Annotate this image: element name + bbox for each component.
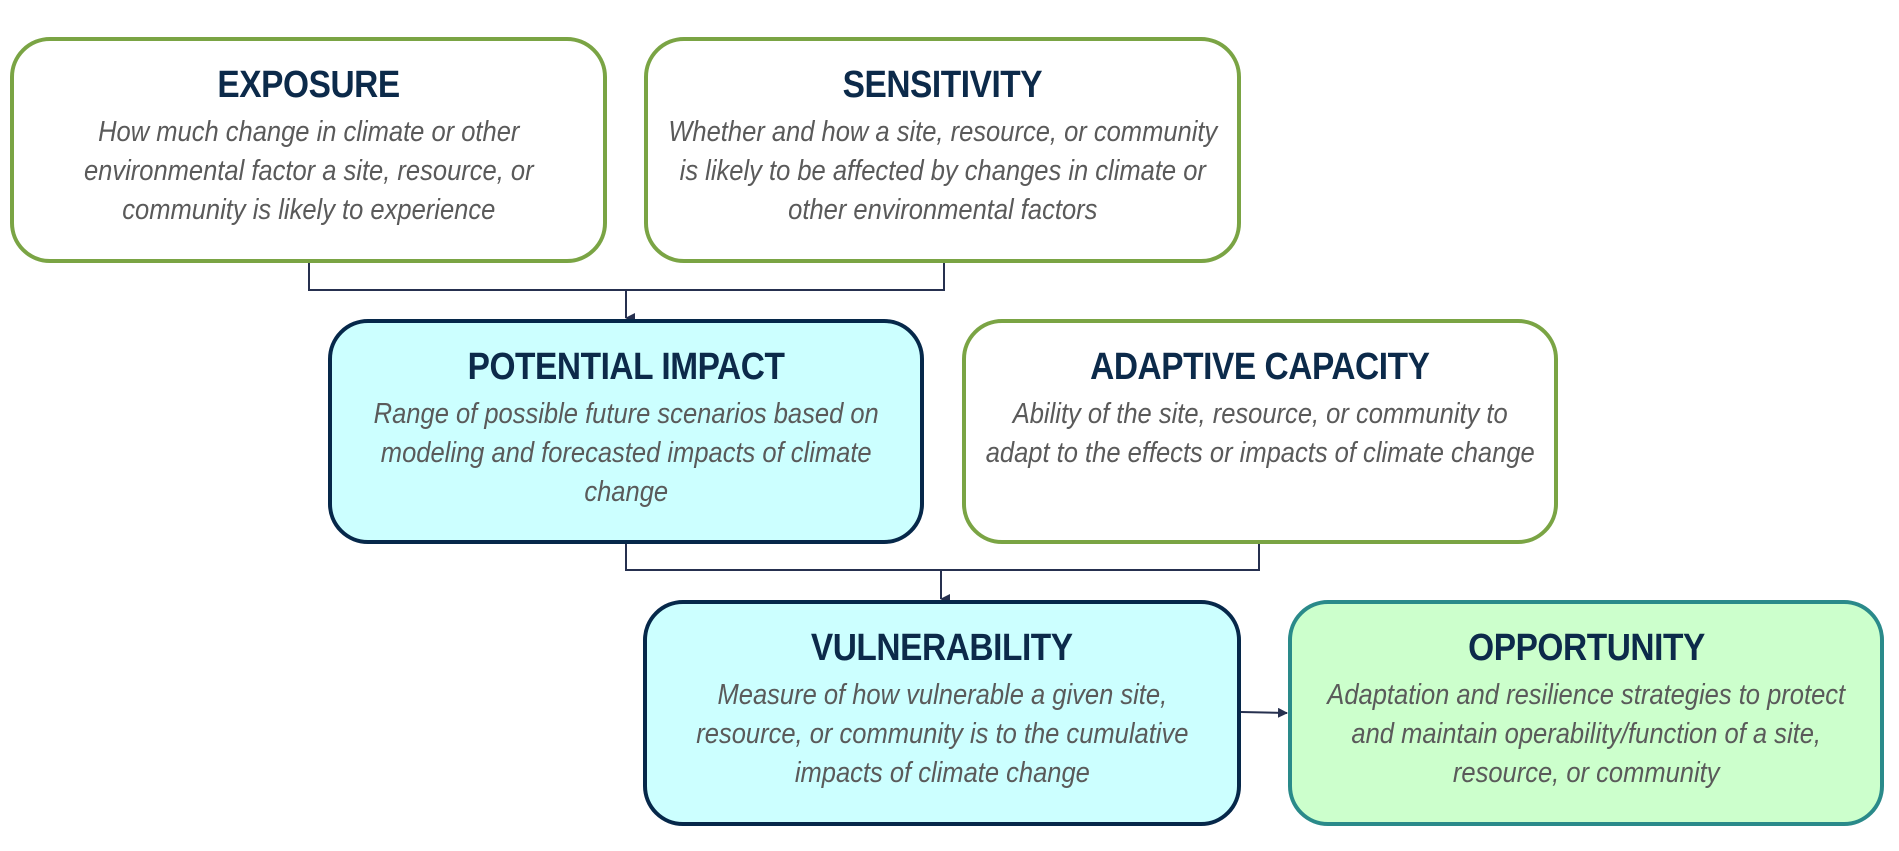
vulnerability-title: VULNERABILITY (811, 627, 1073, 669)
adaptive-capacity-description: Ability of the site, resource, or commun… (985, 398, 1535, 469)
connector-exposure-sensitivity-to-impact (308, 263, 945, 323)
adaptive-capacity-title: ADAPTIVE CAPACITY (1090, 346, 1430, 388)
exposure-box: EXPOSURE How much change in climate or o… (10, 37, 607, 263)
opportunity-box: OPPORTUNITY Adaptation and resilience st… (1288, 600, 1884, 826)
exposure-title: EXPOSURE (217, 64, 400, 106)
vulnerability-description: Measure of how vulnerable a given site, … (695, 679, 1189, 789)
opportunity-title: OPPORTUNITY (1467, 627, 1705, 669)
opportunity-description: Adaptation and resilience strategies to … (1327, 679, 1845, 789)
sensitivity-title: SENSITIVITY (842, 64, 1043, 106)
connector-impact-adaptive-to-vulnerability (625, 544, 1260, 604)
potential-impact-box: POTENTIAL IMPACT Range of possible futur… (328, 319, 924, 544)
sensitivity-description: Whether and how a site, resource, or com… (668, 116, 1217, 226)
sensitivity-box: SENSITIVITY Whether and how a site, reso… (644, 37, 1241, 263)
potential-impact-description: Range of possible future scenarios based… (373, 398, 879, 508)
vulnerability-box: VULNERABILITY Measure of how vulnerable … (643, 600, 1241, 826)
exposure-description: How much change in climate or other envi… (83, 116, 534, 226)
potential-impact-title: POTENTIAL IMPACT (467, 346, 785, 388)
connector-vulnerability-to-opportunity (1240, 707, 1288, 718)
adaptive-capacity-box: ADAPTIVE CAPACITY Ability of the site, r… (962, 319, 1558, 544)
